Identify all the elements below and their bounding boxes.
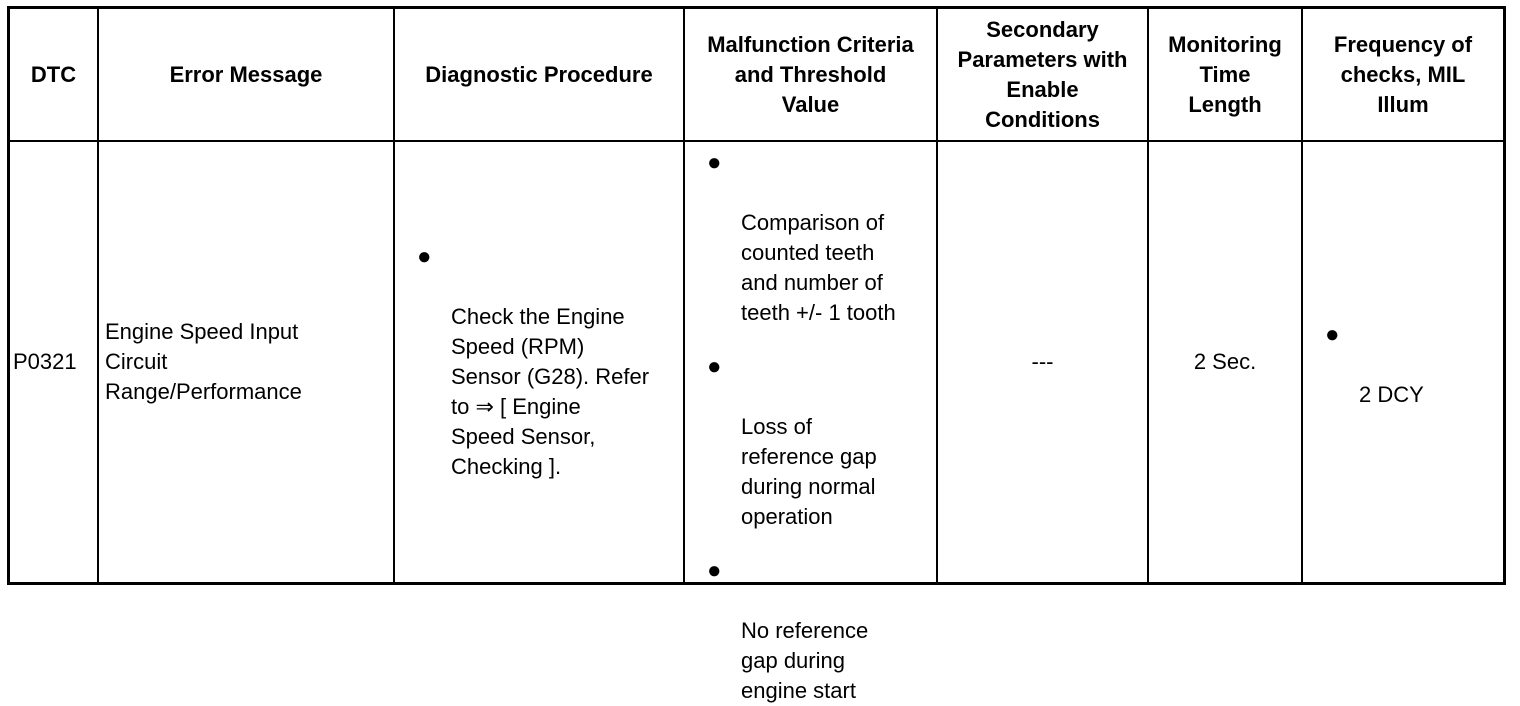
dtc-table: DTC Error Message Diagnostic Procedure M… bbox=[7, 6, 1506, 703]
malfunction-criteria-list: ● Comparison of counted teeth and number… bbox=[707, 148, 896, 703]
header-error-message-label: Error Message bbox=[169, 61, 323, 87]
column-divider bbox=[683, 9, 685, 582]
diagnostic-procedure-text: Check the Engine Speed (RPM) Sensor (G28… bbox=[451, 304, 650, 479]
cell-malfunction-criteria: ● Comparison of counted teeth and number… bbox=[685, 142, 936, 703]
secondary-parameters-text: --- bbox=[1031, 349, 1054, 374]
diagnostic-procedure-list: ● Check the Engine Speed (RPM) Sensor (G… bbox=[417, 242, 649, 482]
header-error-message: Error Message bbox=[99, 9, 393, 140]
frequency-list: ● 2 DCY bbox=[1325, 320, 1424, 582]
column-divider bbox=[393, 9, 395, 582]
malfunction-criteria-text: Loss of reference gap during normal oper… bbox=[741, 414, 877, 529]
header-malfunction-criteria: Malfunction Criteria and Threshold Value bbox=[685, 9, 936, 140]
cell-diagnostic-procedure: ● Check the Engine Speed (RPM) Sensor (G… bbox=[395, 142, 683, 582]
column-divider bbox=[1301, 9, 1303, 582]
frequency-text: 2 DCY bbox=[1359, 382, 1424, 407]
error-message-text: Engine Speed Input Circuit Range/Perform… bbox=[105, 319, 302, 404]
bullet-icon: ● bbox=[707, 149, 722, 176]
monitoring-time-text: 2 Sec. bbox=[1193, 349, 1257, 374]
header-dtc-label: DTC bbox=[30, 61, 77, 87]
cell-secondary-parameters: --- bbox=[938, 142, 1147, 582]
bullet-icon: ● bbox=[707, 353, 722, 380]
cell-dtc: P0321 bbox=[10, 142, 97, 582]
list-item: ● No reference gap during engine start bbox=[707, 556, 896, 706]
list-item: ● Check the Engine Speed (RPM) Sensor (G… bbox=[417, 242, 649, 482]
header-diagnostic-procedure: Diagnostic Procedure bbox=[395, 9, 683, 140]
header-monitoring-time-label: Monitoring Time Length bbox=[1168, 31, 1282, 117]
header-divider bbox=[10, 140, 1503, 142]
header-malfunction-criteria-label: Malfunction Criteria and Threshold Value bbox=[707, 31, 914, 117]
malfunction-criteria-text: Comparison of counted teeth and number o… bbox=[741, 210, 896, 325]
column-divider bbox=[97, 9, 99, 582]
header-frequency: Frequency of checks, MIL Illum bbox=[1303, 9, 1503, 140]
dtc-code: P0321 bbox=[13, 349, 77, 374]
cell-error-message: Engine Speed Input Circuit Range/Perform… bbox=[99, 142, 393, 582]
bullet-icon: ● bbox=[707, 557, 722, 584]
header-diagnostic-procedure-label: Diagnostic Procedure bbox=[425, 61, 653, 87]
header-frequency-label: Frequency of checks, MIL Illum bbox=[1333, 31, 1473, 117]
column-divider bbox=[1147, 9, 1149, 582]
bullet-icon: ● bbox=[417, 243, 432, 270]
cell-frequency: ● 2 DCY bbox=[1303, 142, 1503, 582]
header-secondary-parameters: Secondary Parameters with Enable Conditi… bbox=[938, 9, 1147, 140]
column-divider bbox=[936, 9, 938, 582]
header-secondary-parameters-label: Secondary Parameters with Enable Conditi… bbox=[957, 16, 1128, 132]
cell-monitoring-time: 2 Sec. bbox=[1149, 142, 1301, 582]
list-item: ● 2 DCY bbox=[1325, 320, 1424, 410]
malfunction-criteria-text: No reference gap during engine start bbox=[741, 618, 869, 703]
bullet-icon: ● bbox=[1325, 321, 1340, 348]
header-monitoring-time: Monitoring Time Length bbox=[1149, 9, 1301, 140]
header-dtc: DTC bbox=[10, 9, 97, 140]
list-item: ● Comparison of counted teeth and number… bbox=[707, 148, 896, 328]
list-item: ● Loss of reference gap during normal op… bbox=[707, 352, 896, 532]
